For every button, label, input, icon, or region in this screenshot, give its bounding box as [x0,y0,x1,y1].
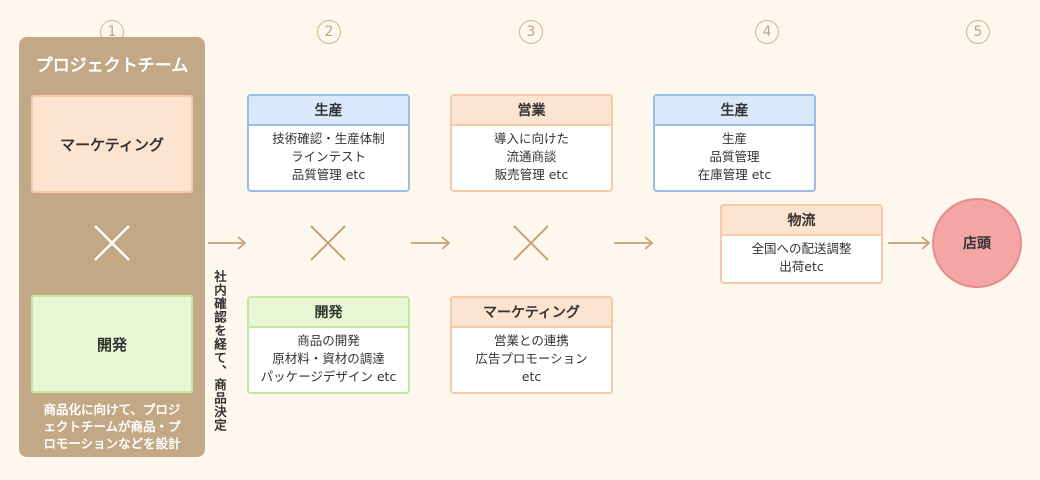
team-development-box: 開発 [31,295,193,393]
step4-production-card: 生産 生産 品質管理 在庫管理 etc [653,94,816,192]
card-title: 生産 [655,96,814,126]
card-line: 生産 [721,131,747,146]
card-line: ラインテスト [290,149,366,164]
cross-icon [310,225,346,261]
arrow-right-icon [208,236,247,250]
card-line: 導入に向けた [493,131,569,146]
cross-icon [513,225,549,261]
card-line: 品質管理 etc [291,167,366,182]
team-marketing-label: マーケティング [60,135,164,154]
team-cross-icon [94,225,130,261]
step3-marketing-card: マーケティング 営業との連携 広告プロモーション etc [450,296,613,394]
step-number-4: 4 [755,20,779,44]
card-title: 開発 [249,298,408,328]
card-line: 原材料・資材の調達 [272,351,385,366]
card-body: 技術確認・生産体制 ラインテスト 品質管理 etc [249,126,408,184]
card-body: 導入に向けた 流通商談 販売管理 etc [452,126,611,184]
card-line: 流通商談 [506,149,557,164]
arrow-right-icon [614,236,654,250]
card-title: 営業 [452,96,611,126]
team-development-label: 開発 [96,335,127,354]
team-note-line: ェクトチームが商品・プ [43,419,181,434]
card-line: パッケージデザイン etc [260,369,397,384]
card-line: 在庫管理 etc [697,167,772,182]
storefront-label: 店頭 [963,236,991,252]
project-team-title: プロジェクトチーム [35,56,189,76]
step4-logistics-card: 物流 全国への配送調整 出荷etc [720,204,883,284]
team-note-line: 商品化に向けて、プロジ [43,402,181,417]
project-team-panel: プロジェクトチーム マーケティング 開発 商品化に向けて、プロジ ェクトチームが… [19,37,205,457]
step2-development-card: 開発 商品の開発 原材料・資材の調達 パッケージデザイン etc [247,296,410,394]
card-body: 商品の開発 原材料・資材の調達 パッケージデザイン etc [249,328,408,386]
step2-production-card: 生産 技術確認・生産体制 ラインテスト 品質管理 etc [247,94,410,192]
step-number-2: 2 [317,20,341,44]
team-marketing-box: マーケティング [31,95,193,193]
card-title: 生産 [249,96,408,126]
card-line: 広告プロモーション [475,351,588,366]
arrow-right-icon [888,236,931,250]
card-title: マーケティング [452,298,611,328]
card-line: 営業との連携 [494,333,569,348]
card-body: 生産 品質管理 在庫管理 etc [655,126,814,184]
card-line: 商品の開発 [297,333,360,348]
step-number-3: 3 [519,20,543,44]
card-title: 物流 [722,206,881,236]
team-note: 商品化に向けて、プロジ ェクトチームが商品・プ ロモーションなどを設計 [25,401,199,452]
card-line: 技術確認・生産体制 [272,131,385,146]
step3-sales-card: 営業 導入に向けた 流通商談 販売管理 etc [450,94,613,192]
team-note-line: ロモーションなどを設計 [43,436,181,451]
card-line: etc [521,369,542,384]
storefront-circle: 店頭 [932,198,1022,288]
card-body: 全国への配送調整 出荷etc [722,236,881,276]
card-body: 営業との連携 広告プロモーション etc [452,328,611,386]
card-line: 全国への配送調整 [751,241,852,256]
card-line: 販売管理 etc [494,167,569,182]
step-number-5: 5 [966,20,990,44]
card-line: 品質管理 [709,149,760,164]
arrow-right-icon [411,236,451,250]
decision-note: 社内確認を経て、商品決定 [212,270,227,432]
card-line: 出荷etc [779,259,824,274]
